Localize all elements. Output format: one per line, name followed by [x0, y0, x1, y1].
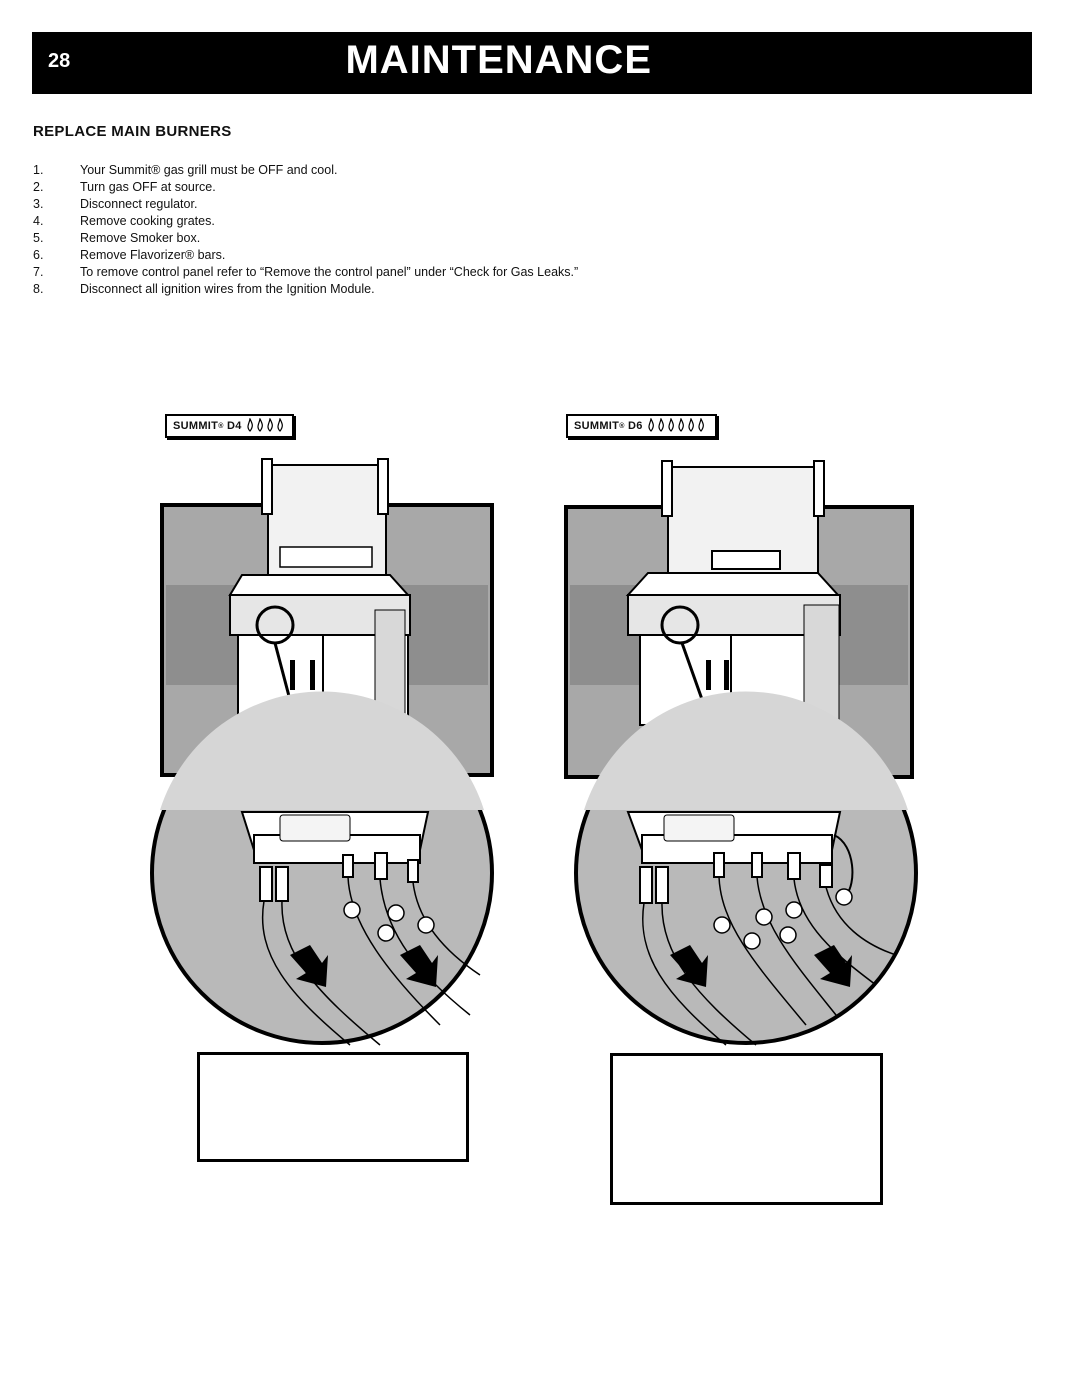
- caption-box-d4: [197, 1052, 469, 1162]
- model-badge-d6: SUMMIT® D6: [566, 414, 717, 438]
- step-item: 8.Disconnect all ignition wires from the…: [33, 282, 375, 296]
- arrow-down-right-icon: [670, 945, 708, 987]
- arrow-down-right-icon: [400, 945, 438, 987]
- step-item: 3.Disconnect regulator.: [33, 197, 198, 211]
- step-item: 2.Turn gas OFF at source.: [33, 180, 216, 194]
- step-item: 1.Your Summit® gas grill must be OFF and…: [33, 163, 338, 177]
- model-label: D6: [628, 420, 643, 432]
- brand-label: SUMMIT: [173, 420, 219, 432]
- step-item: 4.Remove cooking grates.: [33, 214, 215, 228]
- caption-box-d6: [610, 1053, 883, 1205]
- flame-icon: [246, 416, 286, 435]
- page-title: MAINTENANCE: [345, 38, 652, 82]
- section-title: REPLACE MAIN BURNERS: [33, 123, 232, 140]
- model-label: D4: [227, 420, 242, 432]
- model-badge-d4: SUMMIT® D4: [165, 414, 294, 438]
- steps-list: 1.Your Summit® gas grill must be OFF and…: [33, 162, 578, 298]
- grill-illustration-d4: [150, 455, 510, 1065]
- brand-label: SUMMIT: [574, 420, 620, 432]
- page-number: 28: [48, 50, 71, 72]
- step-item: 6.Remove Flavorizer® bars.: [33, 248, 226, 262]
- step-item: 5.Remove Smoker box.: [33, 231, 201, 245]
- grill-illustration-d6: [556, 455, 926, 1065]
- step-item: 7.To remove control panel refer to “Remo…: [33, 265, 579, 279]
- flame-icon: [647, 416, 709, 435]
- page-header: 28 MAINTENANCE: [32, 32, 1032, 94]
- arrow-down-right-icon: [814, 945, 852, 987]
- arrow-down-right-icon: [290, 945, 328, 987]
